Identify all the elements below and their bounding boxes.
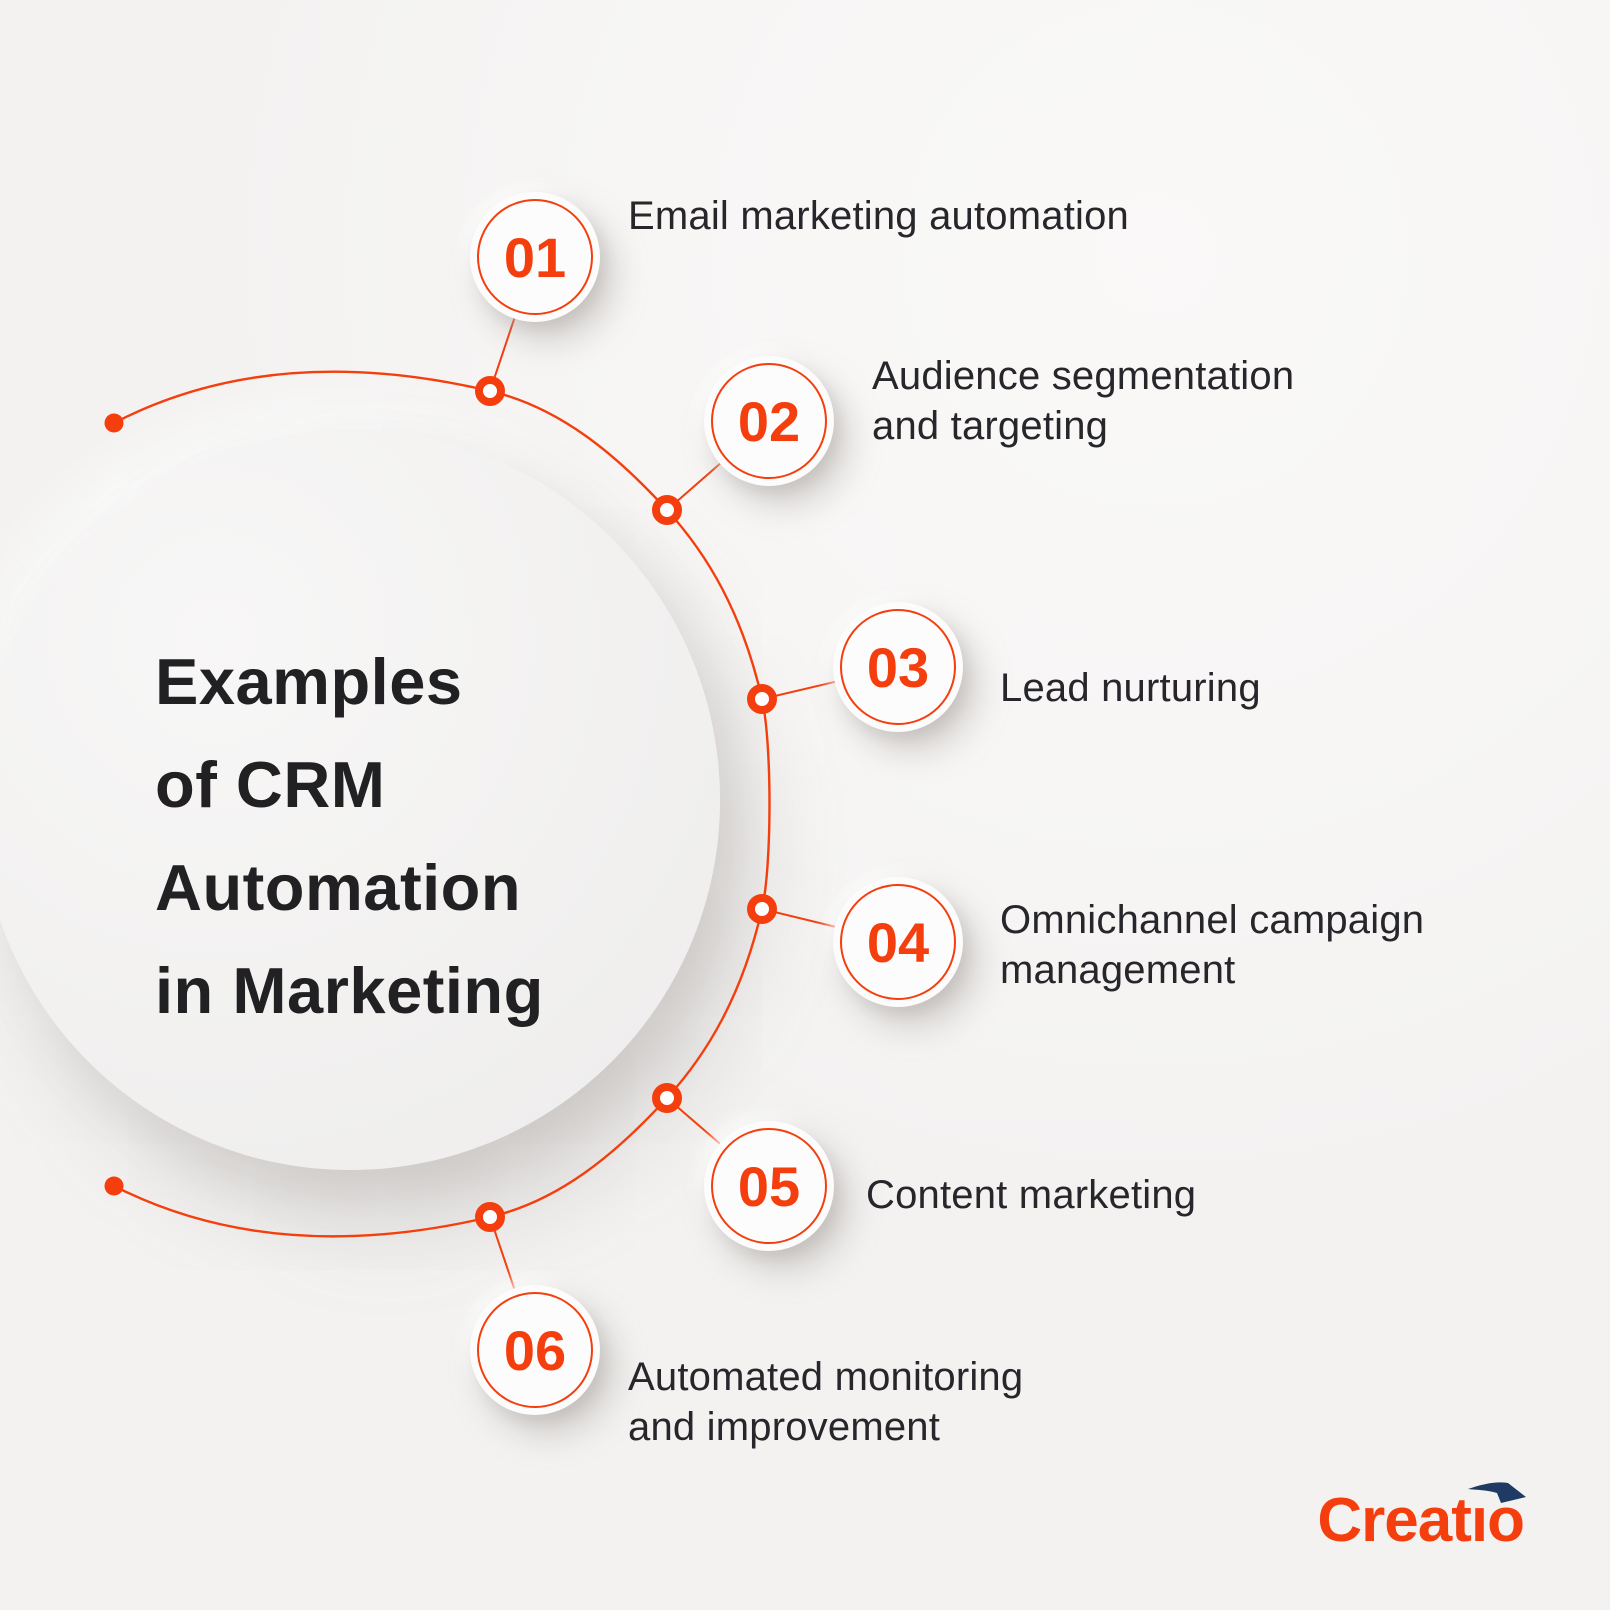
arc-node-03 [747,684,777,714]
arc-node-05 [652,1083,682,1113]
page-title: Examples of CRM Automation in Marketing [155,645,544,1027]
step-06-label: Automated monitoring and improvement [628,1355,1024,1449]
step-06-ring [477,1292,593,1408]
creatio-logo: Creatıo [1317,1482,1526,1552]
step-03-circle: 03 [833,602,963,732]
step-03-ring [840,609,956,725]
step-02-circle: 02 [704,356,834,486]
step-04-circle: 04 [833,877,963,1007]
arc-node-02 [652,495,682,525]
title-circle [0,430,720,1170]
step-06-circle: 06 [470,1285,600,1415]
step-02-label: Audience segmentation and targeting [872,354,1295,448]
step-05-label: Content marketing [866,1173,1197,1217]
creatio-logo-text: Creatıo [1317,1486,1525,1555]
step-04-ring [840,884,956,1000]
step-01-label: Email marketing automation [628,194,1129,238]
arc-end-dot-bottom [104,1176,124,1196]
step-01-circle: 01 [470,192,600,322]
arc-node-06 [475,1202,505,1232]
step-03-label: Lead nurturing [1000,666,1261,710]
arc-end-dot-top [104,413,124,433]
step-05-circle: 05 [704,1121,834,1251]
step-02-ring [711,363,827,479]
creatio-arrow-icon [1468,1482,1526,1503]
step-01-ring [477,199,593,315]
arc-node-04 [747,894,777,924]
step-04-label: Omnichannel campaign management [1000,898,1425,992]
step-05-ring [711,1128,827,1244]
arc-node-01 [475,376,505,406]
